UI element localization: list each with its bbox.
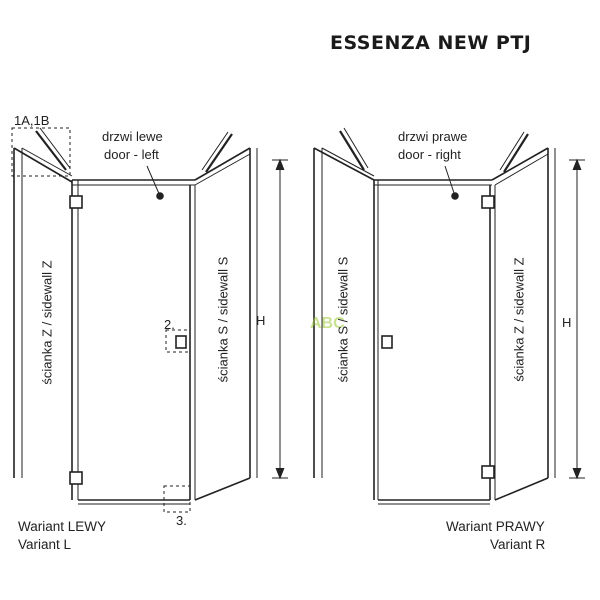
callout-box-1a1b xyxy=(11,127,71,177)
callout-box-3 xyxy=(163,485,191,513)
right-top-edge-1 xyxy=(313,147,375,181)
left-door-label-pl: drzwi lewe xyxy=(102,129,163,144)
left-stabilizer-bar-2 xyxy=(205,133,233,173)
left-door-handle xyxy=(175,335,187,349)
right-stabilizer-bar-2 xyxy=(503,133,529,173)
left-top-edge-1 xyxy=(13,147,73,183)
right-bottom-hinge xyxy=(481,465,495,479)
callout-2-label: 2. xyxy=(164,317,175,332)
right-door-handle xyxy=(381,335,393,349)
right-variant-label-pl: Wariant PRAWY xyxy=(446,519,545,534)
right-variant-label-en: Variant R xyxy=(490,537,546,552)
right-height-label: H xyxy=(562,315,572,330)
left-door-pointer-dot xyxy=(156,192,164,200)
left-height-label: H xyxy=(256,313,266,328)
callout-3-label: 3. xyxy=(176,513,187,528)
left-door-label-en: door - left xyxy=(104,147,159,162)
left-stabilizer-bar-1 xyxy=(35,130,67,171)
right-sidewall-z-top xyxy=(491,147,549,181)
right-top-hinge xyxy=(481,195,495,209)
left-sidewall-z-label: ścianka Z / sidewall Z xyxy=(39,260,55,385)
left-bottom-hinge xyxy=(69,471,83,485)
right-door-label-pl: drzwi prawe xyxy=(398,129,468,144)
right-door-pointer-dot xyxy=(451,192,459,200)
left-variant-label-pl: Wariant LEWY xyxy=(18,519,107,534)
right-stabilizer-bar-1 xyxy=(339,130,365,171)
left-sidewall-s-top xyxy=(194,147,251,181)
callout-1a1b-label: 1A,1B xyxy=(14,113,50,128)
right-sidewall-s-label: ścianka S / sidewall S xyxy=(335,256,351,383)
right-sidewall-z-label: ścianka Z / sidewall Z xyxy=(511,257,527,382)
right-door-label-en: door - right xyxy=(398,147,461,162)
callout-box-2 xyxy=(165,329,191,353)
left-variant-label-en: Variant L xyxy=(18,537,72,552)
left-sidewall-s-label: ścianka S / sidewall S xyxy=(215,256,231,383)
watermark: ABC xyxy=(310,315,345,332)
left-top-hinge xyxy=(69,195,83,209)
product-title: ESSENZA NEW PTJ xyxy=(330,32,532,54)
